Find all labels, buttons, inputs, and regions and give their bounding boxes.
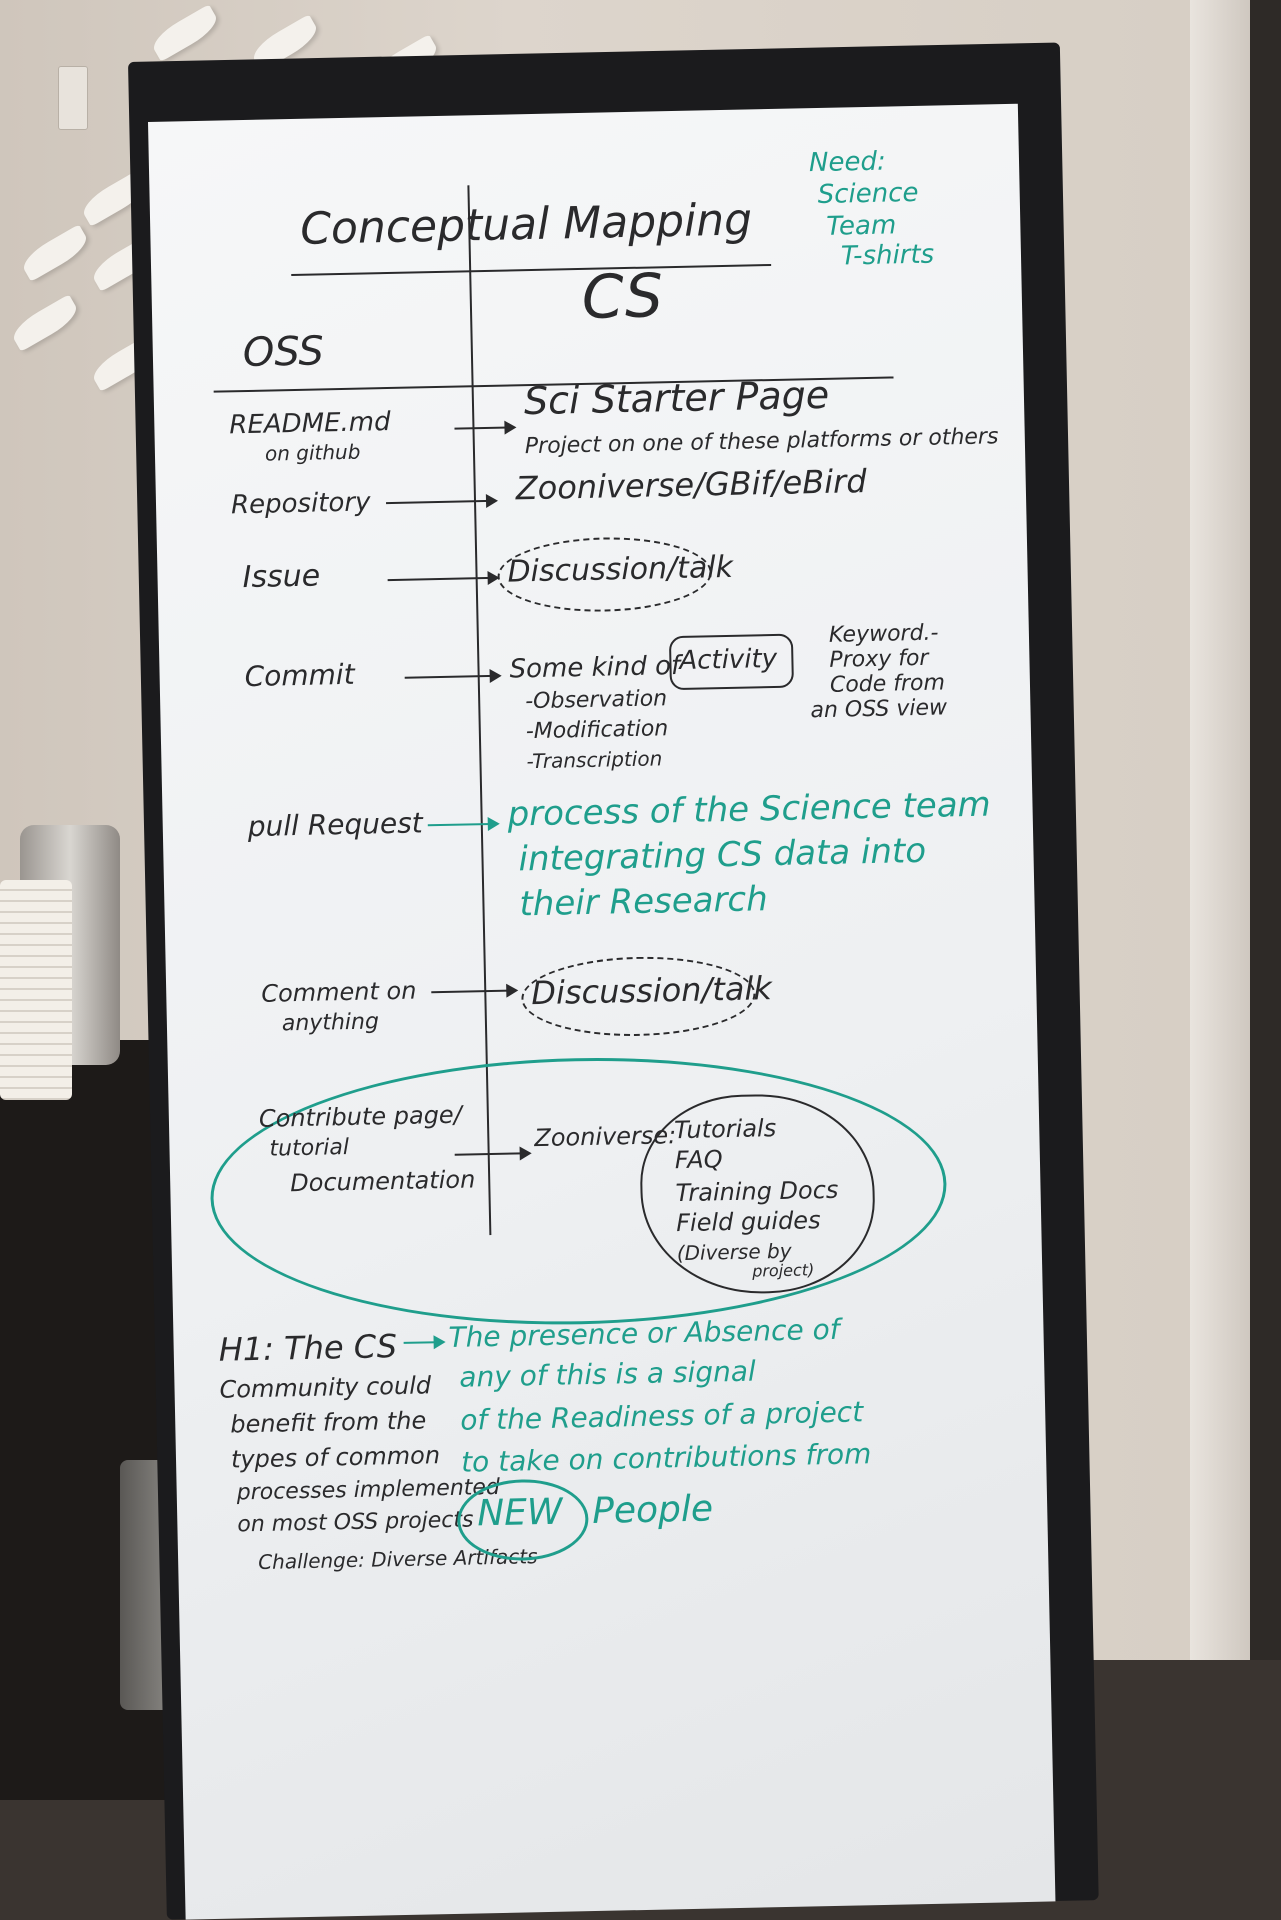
mapping-arrow xyxy=(431,989,517,994)
row-left-label: Repository xyxy=(230,487,371,521)
mapping-arrow xyxy=(454,426,515,430)
mapping-arrow xyxy=(404,674,500,679)
mapping-arrow xyxy=(387,576,498,582)
board-title: Conceptual Mapping xyxy=(299,194,753,255)
activity-label: Activity xyxy=(679,643,778,676)
row-left-sublabel: tutorial xyxy=(269,1135,350,1162)
people-word: People xyxy=(591,1488,714,1532)
keyword-note: Proxy for xyxy=(829,645,929,673)
row-right-label: Sci Starter Page xyxy=(523,372,830,424)
need-note-line: T-shirts xyxy=(840,239,935,272)
row-right-label: Discussion/talk xyxy=(507,549,734,590)
row-right-label: Zooniverse/GBif/eBird xyxy=(515,462,867,508)
resource-item: FAQ xyxy=(674,1145,723,1175)
row-right-label: Discussion/talk xyxy=(530,969,773,1013)
hypothesis-line: on most OSS projects xyxy=(237,1507,474,1538)
column-oss: OSS xyxy=(242,328,325,377)
row-left-sublabel: Documentation xyxy=(289,1165,476,1198)
new-word: NEW xyxy=(476,1491,563,1535)
row-left-label: pull Request xyxy=(247,806,424,844)
door-frame xyxy=(1190,0,1250,1700)
doorway xyxy=(1250,0,1281,1920)
row-left-label: Commit xyxy=(244,657,355,694)
conclusion-line: The presence or Absence of xyxy=(448,1312,840,1354)
hypothesis-line: H1: The CS xyxy=(218,1327,398,1369)
row-right-note: Project on one of these platforms or oth… xyxy=(524,424,999,460)
row-left-label: Contribute page/ xyxy=(258,1100,463,1133)
need-note-line: Need: xyxy=(808,146,887,179)
keyword-note: Code from xyxy=(829,670,946,698)
hypothesis-line: processes implemented xyxy=(236,1474,501,1506)
conclusion-line: any of this is a signal xyxy=(459,1354,757,1394)
conclusion-line: to take on contributions from xyxy=(460,1437,872,1479)
row-right-label: Some kind of xyxy=(509,650,681,685)
title-underline xyxy=(291,263,772,277)
wall-outlet xyxy=(58,66,88,130)
activity-sub: -Modification xyxy=(525,716,669,745)
row-right-label: process of the Science team xyxy=(507,784,992,835)
column-cs: CS xyxy=(581,261,664,333)
activity-sub: -Transcription xyxy=(526,746,663,774)
resource-item: Tutorials xyxy=(673,1114,777,1145)
need-note-line: Science xyxy=(817,177,919,210)
cup-stack xyxy=(0,880,72,1100)
conclusion-line: of the Readiness of a project xyxy=(459,1395,864,1437)
row-left-label: README.md xyxy=(229,406,391,441)
link-arrow xyxy=(403,1341,444,1344)
row-right-label: their Research xyxy=(519,879,769,925)
row-left-sublabel: on github xyxy=(264,439,361,466)
whiteboard: Conceptual Mapping Need: Science Team T-… xyxy=(148,103,1056,1920)
row-right-label: integrating CS data into xyxy=(518,830,927,880)
resource-item: project) xyxy=(751,1260,815,1281)
row-left-sublabel: anything xyxy=(281,1009,380,1037)
row-left-label: Issue xyxy=(242,558,321,596)
activity-sub: -Observation xyxy=(524,686,668,715)
keyword-note: an OSS view xyxy=(810,695,948,724)
row-left-label: Comment on xyxy=(260,976,417,1008)
mapping-arrow xyxy=(427,822,498,827)
resource-item: Training Docs xyxy=(675,1175,839,1208)
hypothesis-line: Community could xyxy=(219,1371,432,1404)
resource-item: Field guides xyxy=(675,1206,821,1238)
hypothesis-line: benefit from the xyxy=(230,1406,427,1439)
mapping-arrow xyxy=(386,499,497,505)
hypothesis-line: types of common xyxy=(230,1441,441,1474)
keyword-note: Keyword.- xyxy=(828,620,939,648)
need-note-line: Team xyxy=(826,210,897,242)
